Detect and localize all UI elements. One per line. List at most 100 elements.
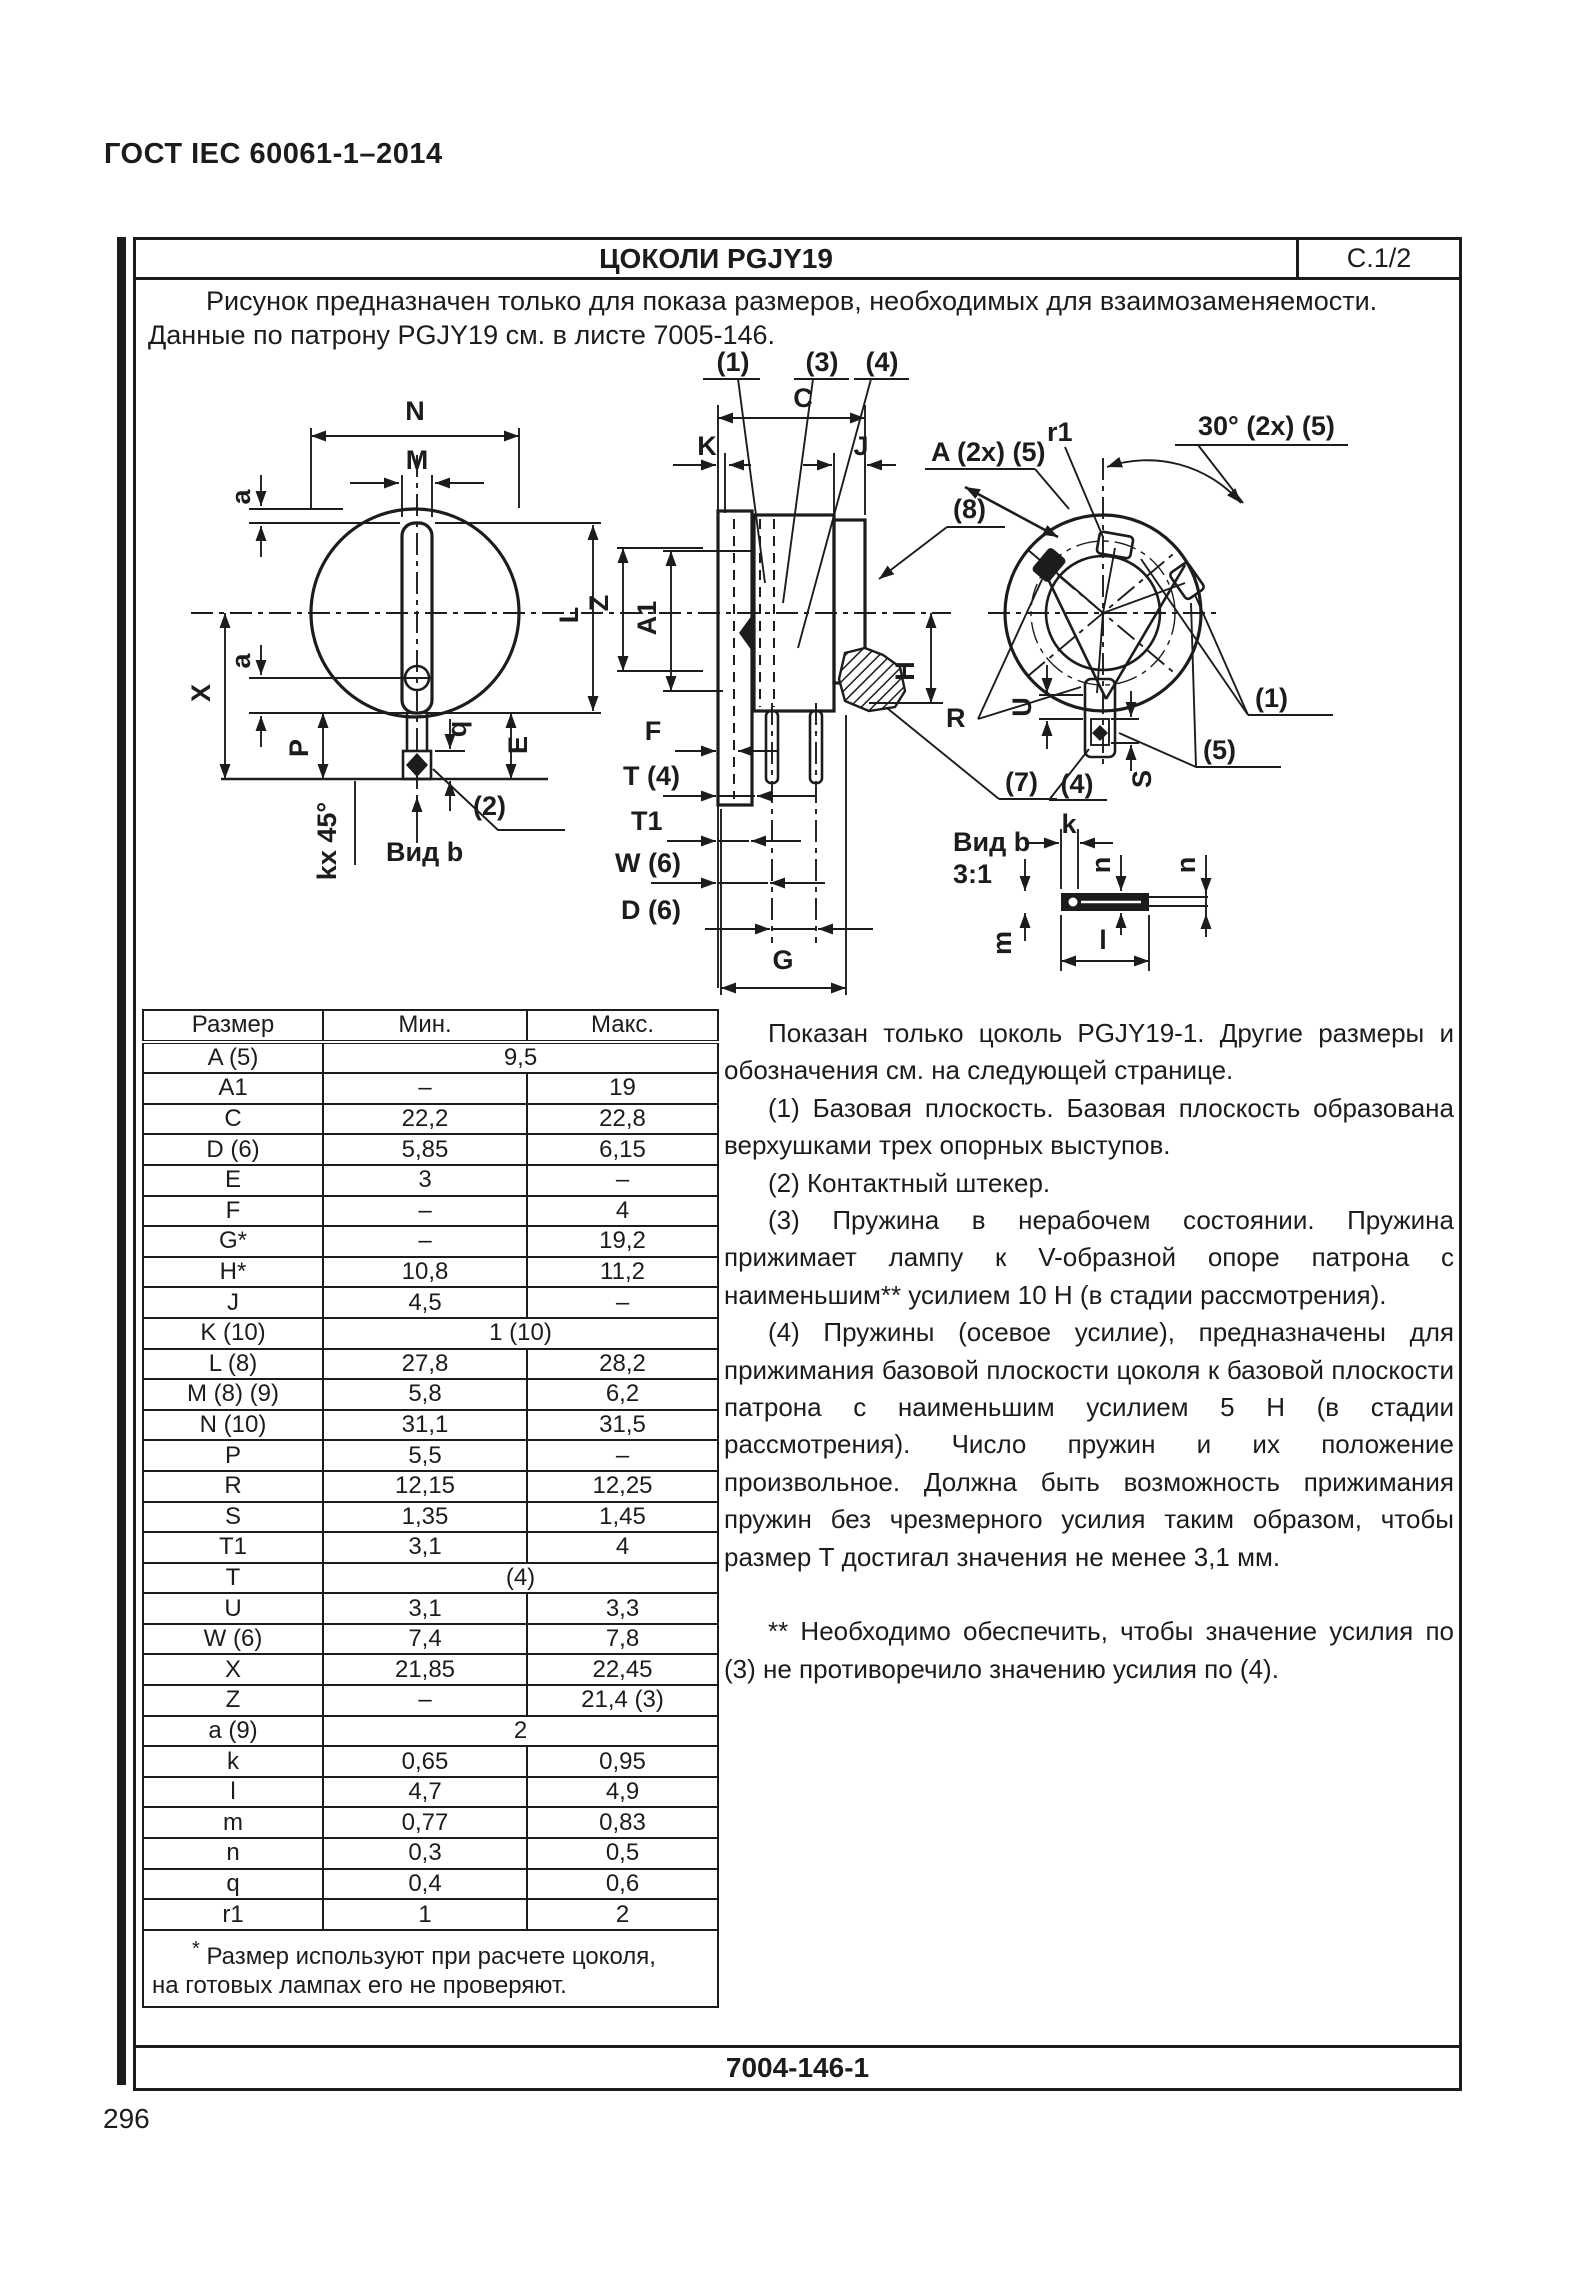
note-paragraph-5: (4) Пружины (осевое усилие), предназначе… <box>724 1317 1454 1572</box>
label-T1: T1 <box>631 806 663 836</box>
dim-span-cell: 2 <box>322 1714 719 1748</box>
front-view: N M a a X <box>186 396 703 880</box>
dim-name-cell: S <box>142 1500 324 1534</box>
note-paragraph-1: Показан только цоколь PGJY19-1. Другие р… <box>724 1018 1454 1086</box>
label-G: G <box>772 945 793 975</box>
table-footnote: * Размер используют при расчете цоколя, … <box>142 1928 719 2008</box>
dim-name-cell: q <box>142 1867 324 1901</box>
page-number: 296 <box>103 2103 150 2134</box>
dim-name-cell: T <box>142 1561 324 1595</box>
dim-min-cell: 12,15 <box>322 1469 528 1503</box>
table-row: T(4) <box>142 1561 719 1595</box>
label-r1: r1 <box>1047 417 1073 447</box>
technical-drawing: N M a a X <box>133 338 1463 1003</box>
rear-view: r1 30° (2x) (5) A (2x) (5) R <box>925 411 1348 801</box>
note-paragraph-6: ** Необходимо обеспечить, чтобы значение… <box>724 1616 1454 1684</box>
standard-header: ГОСТ IEC 60061-1–2014 <box>104 138 443 170</box>
dim-min-cell: 31,1 <box>322 1408 528 1442</box>
dim-min-cell: – <box>322 1684 528 1717</box>
label-note-8: (8) <box>953 494 986 524</box>
dim-max-cell: 22,8 <box>526 1102 719 1136</box>
label-note-3: (3) <box>806 347 839 377</box>
label-L: L <box>554 607 584 624</box>
label-m: m <box>987 931 1017 955</box>
dim-min-cell: 3 <box>322 1163 528 1197</box>
dim-name-cell: G* <box>142 1225 324 1258</box>
label-30deg: 30° (2x) (5) <box>1198 411 1335 441</box>
notes-column: Показан только цоколь PGJY19-1. Другие р… <box>724 1015 1454 1688</box>
label-N: N <box>405 396 425 426</box>
dim-min-cell: – <box>322 1072 528 1105</box>
col-header-max: Макс. <box>526 1009 719 1044</box>
label-P: P <box>284 739 314 757</box>
dim-min-cell: – <box>322 1225 528 1258</box>
sheet-frame: ЦОКОЛИ PGJY19 С.1/2 Рисунок предназначен… <box>133 237 1462 2091</box>
label-S: S <box>1127 770 1157 788</box>
table-row: a (9)2 <box>142 1714 719 1748</box>
label-note-7: (7) <box>1005 767 1038 797</box>
sheet-number-footer: 7004-146-1 <box>136 2045 1459 2088</box>
dim-name-cell: n <box>142 1837 324 1870</box>
dim-max-cell: 4 <box>526 1531 719 1564</box>
dim-name-cell: A1 <box>142 1072 324 1105</box>
dim-name-cell: r1 <box>142 1898 324 1931</box>
dim-min-cell: 7,4 <box>322 1622 528 1656</box>
dim-name-cell: H* <box>142 1255 324 1289</box>
label-Z: Z <box>584 595 614 612</box>
dim-name-cell: W (6) <box>142 1622 324 1656</box>
cap-drawing-svg: N M a a X <box>186 347 1348 995</box>
table-row: F–4 <box>142 1194 719 1228</box>
dim-max-cell: – <box>526 1286 719 1319</box>
table-row: K (10)1 (10) <box>142 1316 719 1350</box>
col-header-size: Размер <box>142 1009 324 1044</box>
table-footnote-row: * Размер используют при расчете цоколя, … <box>142 1928 719 2008</box>
dim-min-cell: 3,1 <box>322 1531 528 1564</box>
dim-min-cell: 0,77 <box>322 1806 528 1840</box>
dim-name-cell: E <box>142 1163 324 1197</box>
label-a-top: a <box>226 489 256 505</box>
label-D6: D (6) <box>621 895 681 925</box>
label-a-bottom: a <box>226 653 256 669</box>
dim-name-cell: J <box>142 1286 324 1319</box>
dim-name-cell: F <box>142 1194 324 1228</box>
dim-max-cell: 0,95 <box>526 1745 719 1778</box>
title-row: ЦОКОЛИ PGJY19 С.1/2 <box>136 240 1459 280</box>
label-note-2: (2) <box>473 791 506 821</box>
dim-max-cell: 6,15 <box>526 1133 719 1166</box>
dim-min-cell: – <box>322 1194 528 1228</box>
dim-max-cell: 3,3 <box>526 1592 719 1625</box>
dim-name-cell: C <box>142 1102 324 1136</box>
intro-line-1: Рисунок предназначен только для показа р… <box>206 286 1378 316</box>
dim-max-cell: 0,83 <box>526 1806 719 1840</box>
label-F: F <box>645 716 662 746</box>
dim-max-cell: 11,2 <box>526 1255 719 1289</box>
dim-max-cell: 21,4 (3) <box>526 1684 719 1717</box>
label-view-b: Вид b <box>386 837 463 867</box>
dim-name-cell: M (8) (9) <box>142 1378 324 1411</box>
sheet-ref: С.1/2 <box>1296 240 1459 277</box>
dim-name-cell: P <box>142 1439 324 1472</box>
table-header-row: Размер Мин. Макс. <box>142 1009 719 1044</box>
dim-name-cell: D (6) <box>142 1133 324 1166</box>
dim-name-cell: l <box>142 1775 324 1809</box>
label-W6: W (6) <box>615 848 681 878</box>
label-scale-3-1: 3:1 <box>953 859 992 889</box>
dim-max-cell: 31,5 <box>526 1408 719 1442</box>
label-q: q <box>442 721 472 738</box>
footnote-text-1: Размер используют при расчете цоколя, <box>199 1942 656 1970</box>
dim-name-cell: T1 <box>142 1531 324 1564</box>
label-note-1: (1) <box>717 347 750 377</box>
footnote-text-2: на готовых лампах его не проверяют. <box>152 1971 567 1999</box>
